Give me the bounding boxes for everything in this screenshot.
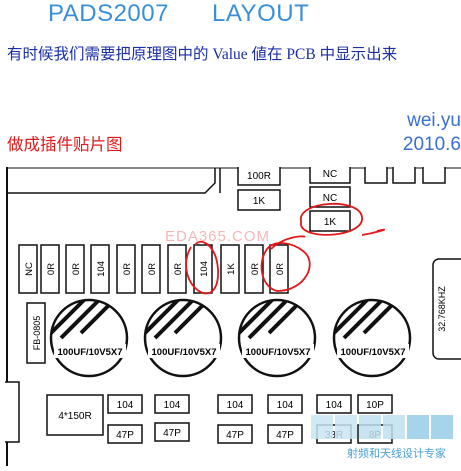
bottom-part-4x150r: 4*150R — [46, 394, 104, 436]
left-part-fb0805: FB-0805 — [26, 302, 46, 364]
capacitor: 100UF/10V5X7 — [237, 298, 317, 378]
svg-text:0R: 0R — [71, 263, 82, 275]
edge-pad — [2, 381, 20, 443]
svg-text:100UF/10V5X7: 100UF/10V5X7 — [341, 347, 406, 358]
svg-text:0R: 0R — [275, 263, 286, 275]
svg-text:47P: 47P — [226, 430, 244, 441]
red-highlight-marks — [185, 202, 385, 295]
small-pad — [364, 162, 388, 184]
component-row: NC 0R 0R 104 0R 0R 0R 104 1K 0R 0R — [18, 244, 289, 294]
svg-text:100UF/10V5X7: 100UF/10V5X7 — [246, 347, 311, 358]
row-part-0r: 0R — [167, 244, 187, 294]
svg-text:0R: 0R — [147, 263, 158, 275]
svg-text:NC: NC — [323, 193, 337, 204]
top-part-1k: 1K — [237, 189, 281, 211]
row-part-0r: 0R — [141, 244, 161, 294]
svg-text:1K: 1K — [253, 196, 266, 207]
svg-text:4*150R: 4*150R — [58, 411, 91, 422]
logo-caption: 射频和天线设计专家 — [347, 446, 446, 460]
svg-text:0R: 0R — [250, 263, 261, 275]
row-part-0r: 0R — [244, 244, 264, 294]
red-circle-104 — [185, 240, 219, 295]
svg-text:NC: NC — [323, 169, 337, 180]
svg-text:104: 104 — [227, 400, 244, 411]
top-part-1k-highlight: 1K — [309, 210, 351, 232]
top-part-100r: 100R — [237, 164, 281, 186]
svg-text:32.768KHZ: 32.768KHZ — [437, 286, 447, 332]
svg-text:10P: 10P — [366, 400, 384, 411]
svg-text:0R: 0R — [173, 263, 184, 275]
svg-text:104: 104 — [117, 400, 134, 411]
bottom-part-10p: 10P — [357, 394, 393, 414]
author-date: 2010.6 — [402, 134, 461, 155]
svg-text:0R: 0R — [122, 263, 133, 275]
svg-text:0R: 0R — [46, 263, 57, 275]
title-layout: LAYOUT — [211, 0, 310, 27]
svg-text:104: 104 — [277, 400, 294, 411]
row-part-104-highlight: 104 — [193, 244, 213, 294]
row-part-0r-highlight: 0R — [269, 244, 289, 294]
watermark: EDA365.COM — [165, 228, 270, 245]
svg-text:33R: 33R — [325, 430, 343, 441]
svg-text:47P: 47P — [163, 428, 181, 439]
pcb-canvas: 100R 1K NC NC 1K EDA365.COM NC 0R 0R 104… — [2, 162, 461, 466]
row-part-0r: 0R — [40, 244, 60, 294]
bottom-part-47p: 47P — [154, 422, 190, 442]
small-pad — [422, 162, 446, 184]
svg-text:100UF/10V5X7: 100UF/10V5X7 — [152, 347, 217, 358]
svg-text:FB-0805: FB-0805 — [32, 316, 42, 351]
svg-text:47P: 47P — [116, 430, 134, 441]
author-name: wei.yu — [407, 110, 461, 131]
small-pad — [392, 162, 416, 184]
svg-text:100R: 100R — [247, 171, 271, 182]
red-tail-stroke — [270, 235, 306, 250]
svg-text:104: 104 — [96, 261, 107, 277]
bottom-part-104: 104 — [217, 394, 253, 414]
subtitle-text: 有时候我们需要把原理图中的 Value 値在 PCB 中显示出来 — [7, 46, 398, 63]
row-part-nc: NC — [18, 244, 38, 294]
title-pads: PADS2007 — [48, 0, 169, 27]
right-part-crystal: 32.768KHZ — [432, 258, 461, 360]
svg-text:104: 104 — [199, 261, 210, 277]
page-title: PADS2007 LAYOUT — [48, 0, 309, 28]
svg-text:1K: 1K — [226, 263, 237, 275]
row-part-104: 104 — [90, 244, 110, 294]
bottom-part-104: 104 — [154, 394, 190, 414]
svg-text:1K: 1K — [324, 217, 337, 228]
svg-text:47P: 47P — [276, 430, 294, 441]
svg-text:104: 104 — [326, 400, 343, 411]
svg-text:100UF/10V5X7: 100UF/10V5X7 — [58, 347, 123, 358]
capacitor: 100UF/10V5X7 — [332, 298, 412, 378]
row-part-0r: 0R — [116, 244, 136, 294]
row-part-1k: 1K — [220, 244, 240, 294]
red-circle-0r — [260, 242, 311, 292]
svg-text:104: 104 — [164, 400, 181, 411]
bottom-part-104: 104 — [267, 394, 303, 414]
top-part-nc-1: NC — [309, 162, 351, 184]
svg-text:NC: NC — [24, 262, 35, 276]
bottom-part-47p: 47P — [107, 424, 143, 444]
red-circle-1k — [300, 202, 363, 236]
red-caption: 做成插件贴片图 — [7, 135, 123, 154]
bottom-part-104: 104 — [316, 394, 352, 414]
pcb-layout-view: 100R 1K NC NC 1K EDA365.COM NC 0R 0R 104… — [2, 162, 461, 466]
bottom-part-47p: 47P — [217, 424, 253, 444]
logo-watermark: 射频和天线设计专家 — [311, 415, 453, 460]
red-tail-stroke — [361, 228, 385, 236]
top-part-nc-2: NC — [309, 186, 351, 208]
bottom-part-104: 104 — [107, 394, 143, 414]
outline-trace — [7, 168, 216, 194]
bottom-part-47p: 47P — [267, 424, 303, 444]
row-part-0r: 0R — [65, 244, 85, 294]
